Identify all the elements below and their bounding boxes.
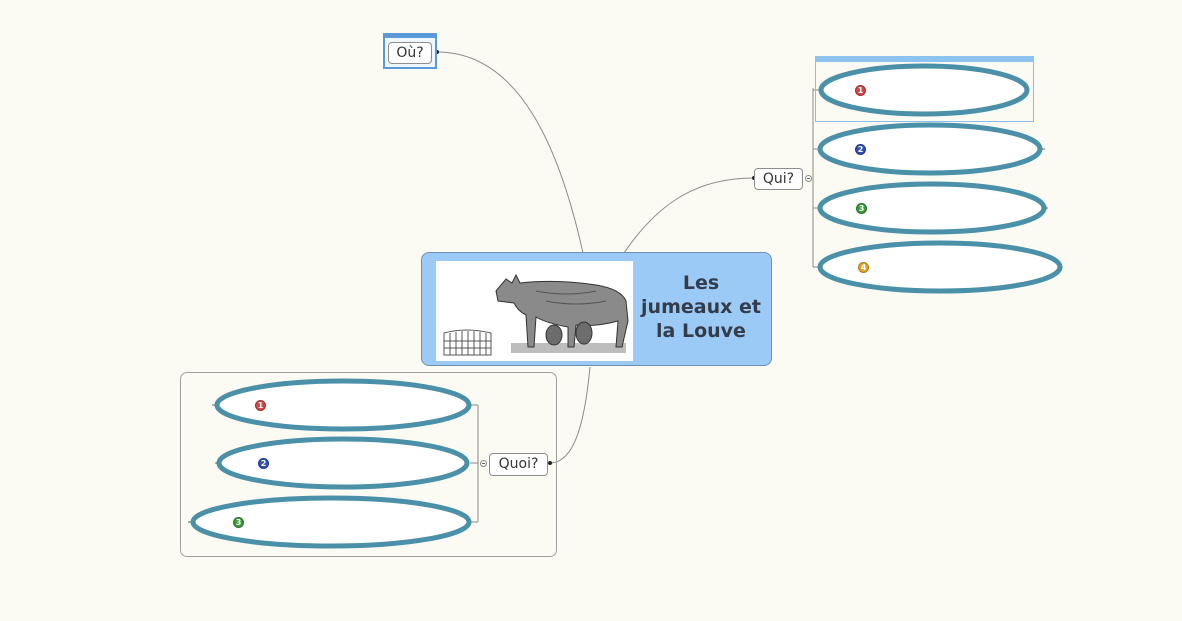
quoi-item-2-shape bbox=[216, 436, 470, 490]
quoi-item-1-shape bbox=[214, 378, 472, 432]
qui-item-4-priority-badge[interactable]: 4 bbox=[858, 262, 869, 273]
quoi-item-3-priority-badge[interactable]: 3 bbox=[233, 517, 244, 528]
topic-quoi[interactable]: Quoi? bbox=[489, 453, 548, 476]
central-topic-title: Les jumeaux et la Louve bbox=[641, 272, 761, 342]
she-wolf-statue-image bbox=[436, 261, 633, 361]
connector-quoi bbox=[549, 366, 591, 464]
quoi-item-3-shape bbox=[190, 495, 472, 549]
qui-item-2-shape bbox=[817, 122, 1043, 176]
topic-ou[interactable]: Où? bbox=[388, 42, 432, 64]
central-topic[interactable]: Les jumeaux et la Louve bbox=[421, 252, 772, 366]
connector-ou bbox=[436, 51, 584, 254]
qui-item-1-selection bbox=[815, 56, 1034, 122]
qui-collapse-button[interactable] bbox=[805, 175, 812, 182]
qui-item-3-priority-badge[interactable]: 3 bbox=[856, 203, 867, 214]
quoi-boundary bbox=[180, 372, 557, 557]
qui-item-1-shape bbox=[818, 63, 1030, 117]
quoi-item-2-priority-badge[interactable]: 2 bbox=[258, 458, 269, 469]
topic-qui[interactable]: Qui? bbox=[754, 168, 803, 190]
connector-dot-quoi bbox=[548, 461, 552, 465]
qui-item-4-shape bbox=[817, 240, 1063, 294]
connector-qui bbox=[623, 177, 755, 254]
qui-item-2-priority-badge[interactable]: 2 bbox=[855, 144, 866, 155]
quoi-item-1-priority-badge[interactable]: 1 bbox=[255, 400, 266, 411]
quoi-collapse-button[interactable] bbox=[480, 460, 487, 467]
qui-item-3-shape bbox=[817, 181, 1047, 235]
qui-item-1-priority-badge[interactable]: 1 bbox=[855, 85, 866, 96]
ou-selection-frame: Où? bbox=[383, 33, 437, 69]
